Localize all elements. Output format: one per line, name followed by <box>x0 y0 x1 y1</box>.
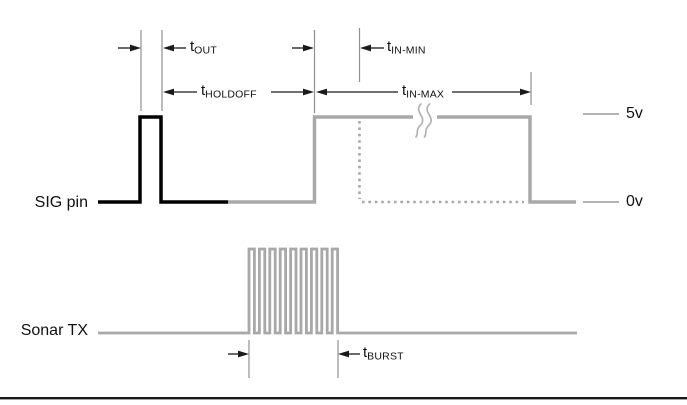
arrowheads <box>130 44 531 358</box>
t-in-max-sub: IN-MAX <box>406 88 445 101</box>
t-holdoff-sub: HOLDOFF <box>205 88 257 101</box>
t-out-annotation: tOUT <box>190 39 217 59</box>
sig-pin-echo-pulse <box>228 115 576 204</box>
voltage-5v-label: 5v <box>626 105 643 122</box>
break-squiggle <box>415 103 424 138</box>
arrow-left-icon <box>316 88 327 96</box>
time-break-icon <box>415 103 432 138</box>
t-burst-annotation: tBURST <box>363 345 404 365</box>
arrow-right-icon <box>130 44 141 52</box>
t-in-min-annotation: tIN-MIN <box>387 39 426 59</box>
arrow-right-icon <box>303 88 314 96</box>
t-in-min-sub: IN-MIN <box>391 44 426 57</box>
extension-lines <box>140 28 532 378</box>
voltage-0v-label: 0v <box>626 193 643 210</box>
t-in-max-annotation: tIN-MAX <box>402 83 444 103</box>
arrow-right-icon <box>238 350 249 358</box>
t-burst-sub: BURST <box>367 350 404 363</box>
sonar-tx-burst-waveform <box>98 247 577 335</box>
break-mask <box>413 106 437 131</box>
t-holdoff-base: t <box>201 82 206 99</box>
dimension-lines <box>118 47 521 355</box>
sig-pin-label: SIG pin <box>34 194 88 211</box>
bottom-rule <box>0 397 687 400</box>
sig-pin-trigger-pulse <box>98 115 228 204</box>
t-out-base: t <box>190 38 195 55</box>
arrow-right-icon <box>520 88 531 96</box>
break-squiggle <box>423 103 432 138</box>
sonar-tx-label: Sonar TX <box>20 322 88 339</box>
t-in-min-base: t <box>387 38 392 55</box>
t-burst-base: t <box>363 344 368 361</box>
t-out-sub: OUT <box>194 44 217 57</box>
arrow-left-icon <box>360 44 371 52</box>
arrow-left-icon <box>163 44 174 52</box>
t-holdoff-annotation: tHOLDOFF <box>201 83 257 103</box>
arrow-left-icon <box>163 88 174 96</box>
arrow-right-icon <box>303 44 314 52</box>
arrow-left-icon <box>338 350 349 358</box>
t-in-max-base: t <box>402 82 407 99</box>
